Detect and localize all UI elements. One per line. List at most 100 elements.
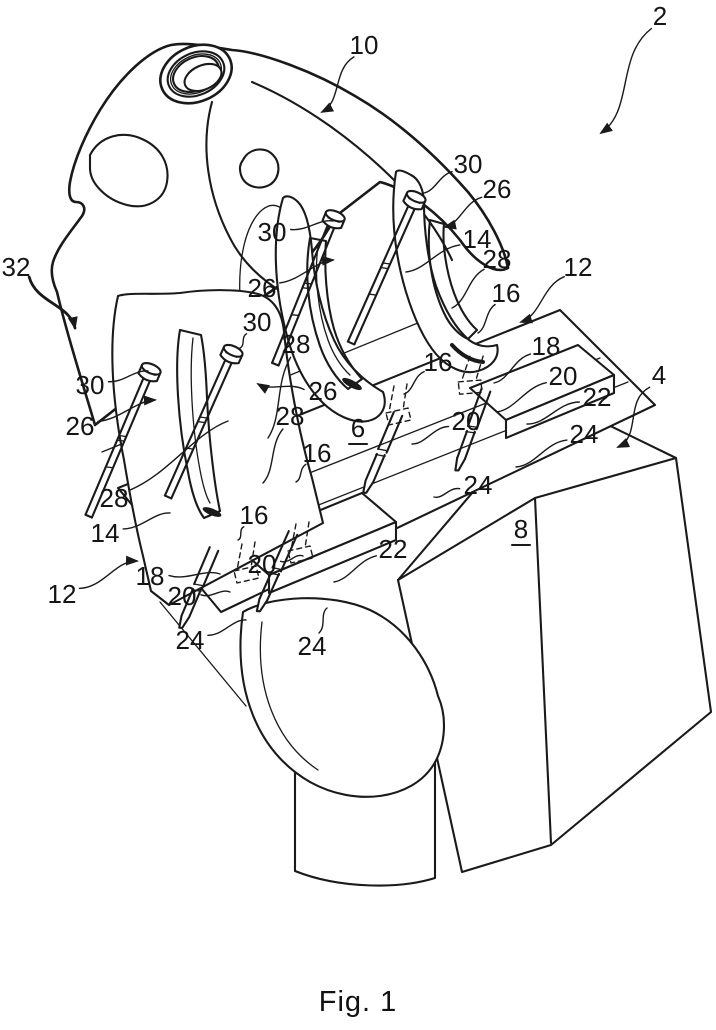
arm-left-outline [111,289,325,607]
arm-side-line [159,601,247,707]
clamp-arm-left [111,289,325,607]
ref-label-6-22: 6 [351,413,365,443]
robot-column-box [396,396,713,874]
leader-line-20 [411,425,450,445]
bracket-kidney-hole [238,148,280,189]
ref-label-18-16: 18 [532,331,561,361]
bearing-ring [159,43,233,105]
leader-line-10 [320,56,355,113]
arm-middle-slot-end [342,377,362,391]
ref-label-26-3: 26 [483,174,512,204]
ref-label-24-26: 24 [464,470,493,500]
ref-label-28-12: 28 [282,329,311,359]
spacer-left-face [267,520,398,595]
leader-line-26 [97,395,157,423]
leader-line-14 [122,512,171,530]
ref-label-12-32: 12 [48,579,77,609]
robot-arm-cylinder [159,597,446,887]
ref-label-32-8: 32 [2,252,31,282]
ref-label-26-10: 26 [248,273,277,303]
leader-line-12 [519,276,565,324]
spacer-plates [233,343,616,595]
leader-line-22 [526,401,580,425]
clamp-arm-middle [274,195,386,423]
ref-label-28-27: 28 [100,483,129,513]
cylinder-body [239,597,446,798]
bracket-right-inner-curve [250,80,454,262]
leader-line-26 [256,382,305,394]
ref-label-20-34: 20 [168,581,197,611]
bracket-window [88,133,169,208]
ref-label-24-36: 24 [176,625,205,655]
box-edges [396,456,678,845]
leader-line-24 [207,619,247,637]
arm-middle-outline [274,195,386,423]
leader-line-16 [477,303,496,334]
ref-label-20-35: 20 [248,549,277,579]
leader-line-16 [237,526,245,541]
ref-label-18-33: 18 [136,561,165,591]
ref-label-10-1: 10 [350,30,379,60]
leader-line-14 [405,244,461,273]
leader-line-20 [279,554,304,563]
ref-label-26-25: 26 [66,411,95,441]
ref-label-28-5: 28 [483,244,512,274]
ref-label-16-28: 16 [240,500,269,530]
ref-label-8-30: 8 [514,514,528,544]
ref-label-14-29: 14 [91,518,120,548]
ref-label-24-20: 24 [570,419,599,449]
figure-caption: Fig. 1 [318,986,398,1018]
leader-line-28 [451,268,485,309]
leader-line-20 [496,382,547,413]
clamp-arm-right [392,169,499,374]
arm-right-slot [427,218,479,341]
leader-line-30 [239,333,248,349]
leader-line-22 [333,555,378,583]
arm-left-slot-inner [190,337,211,504]
leader-line-28 [129,420,229,491]
leader-line-16 [403,370,425,395]
ref-label-28-14: 28 [276,401,305,431]
leader-line-24 [318,607,328,634]
ref-label-12-6: 12 [564,252,593,282]
leader-line-12 [78,555,139,590]
arm-right-hook-edge [450,343,485,364]
leader-line-32 [27,275,78,330]
leader-line-26 [279,255,335,284]
leader-line-20 [200,590,231,597]
leader-line-30 [107,370,149,383]
ref-label-4-19: 4 [652,360,666,390]
arm-left-slot-end [202,507,222,517]
leader-line-24 [433,487,461,498]
bracket-chest-curve [205,100,284,294]
arm-right-outline [392,169,499,374]
ref-label-30-11: 30 [243,307,272,337]
ref-label-20-21: 20 [452,406,481,436]
leader-line-4 [616,386,651,448]
leader-line-26 [443,196,483,230]
ref-label-26-13: 26 [309,376,338,406]
ref-label-2-0: 2 [653,1,667,31]
leader-line-30 [290,220,334,231]
cylinder-inner-contour [259,621,319,771]
leader-line-28 [262,428,284,484]
ref-label-16-23: 16 [303,438,332,468]
leader-line-28 [267,356,292,439]
spacer-right-face [504,373,616,440]
ref-label-30-24: 30 [76,370,105,400]
ref-label-30-2: 30 [454,149,483,179]
ref-label-30-9: 30 [258,217,287,247]
leader-line-18 [168,571,221,578]
leader-line-16 [295,463,307,483]
ref-label-24-37: 24 [298,631,327,661]
leader-line-18 [493,353,532,384]
leader-line-30 [423,171,453,194]
ref-label-22-31: 22 [379,534,408,564]
ref-label-16-7: 16 [492,278,521,308]
ref-label-20-17: 20 [549,361,578,391]
ref-label-22-18: 22 [583,382,612,412]
leader-line-2 [599,27,653,135]
